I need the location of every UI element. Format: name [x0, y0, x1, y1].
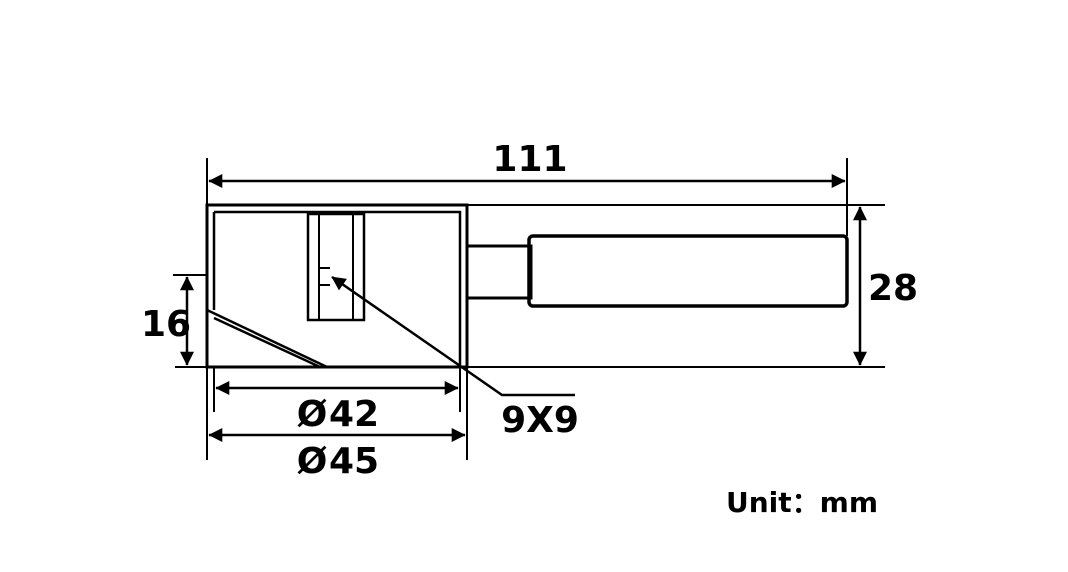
shaft-neck [465, 244, 533, 300]
dim-16-label: 16 [141, 304, 191, 345]
square-slot [306, 212, 366, 322]
body-inner [214, 210, 462, 367]
dim-28-label: 28 [868, 268, 918, 309]
dim-45-label: 45 [329, 441, 379, 482]
dim-111-label: 111 [492, 139, 567, 180]
chamfer-edge [206, 308, 328, 369]
slot-leader [331, 275, 575, 397]
dim-45-diameter-symbol: Ø [297, 441, 328, 482]
dim-9x9-label: 9X9 [501, 400, 579, 441]
extension-lines [173, 158, 885, 460]
handle-rod [527, 234, 849, 308]
dimension-lines [180, 174, 867, 442]
part-outline [205, 203, 849, 369]
dim-42-diameter-symbol: Ø [297, 394, 328, 435]
dim-42-label: 42 [329, 394, 379, 435]
chamfer-edge-inner [213, 316, 321, 369]
unit-label: Unit：mm [726, 486, 878, 519]
